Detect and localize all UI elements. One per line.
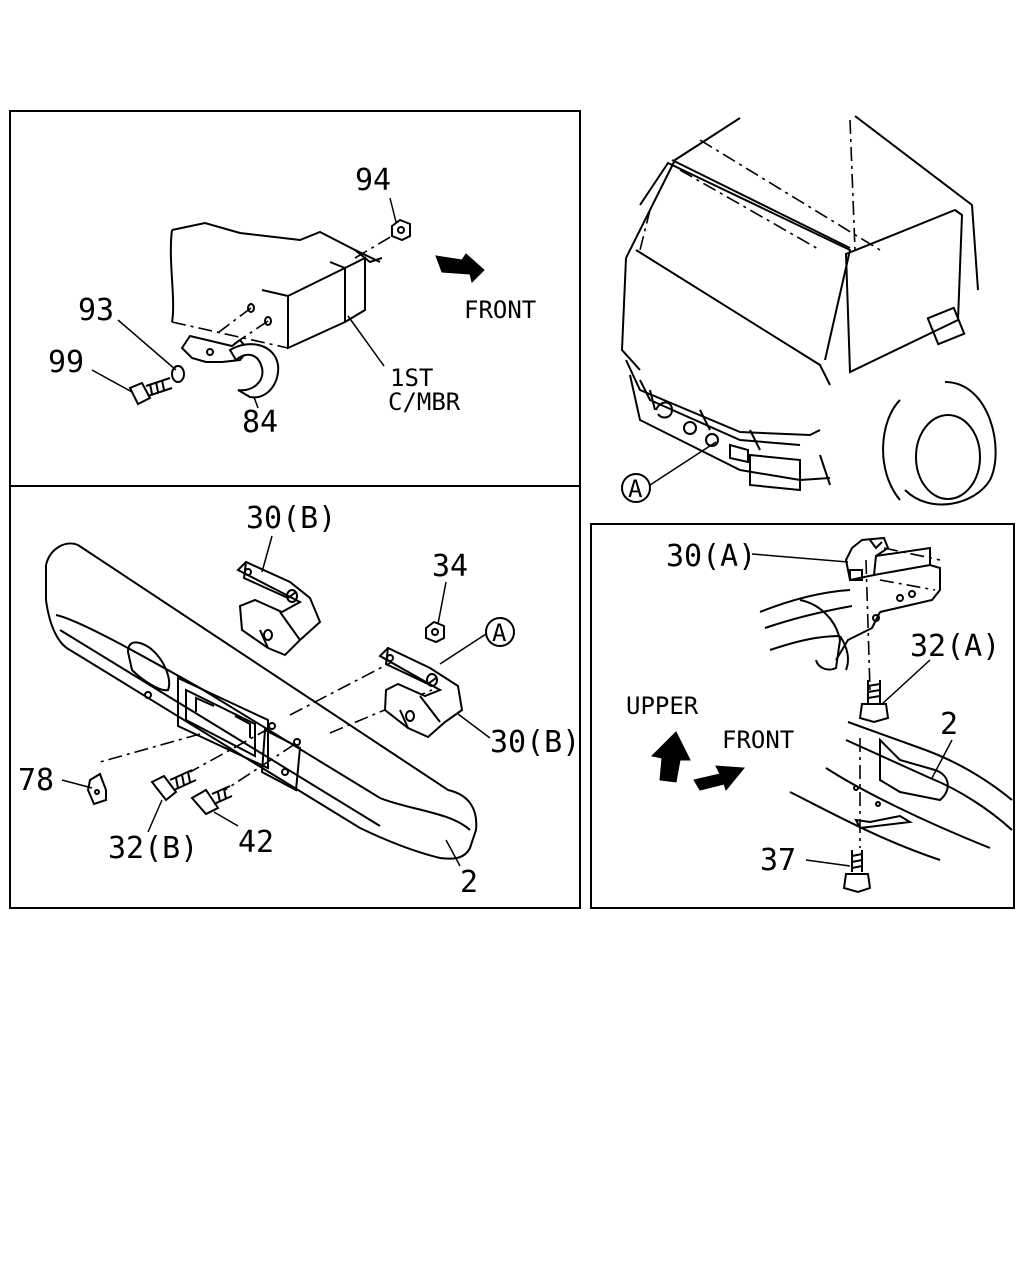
label-2-bumper: 2 bbox=[460, 865, 478, 900]
label-30a: 30(A) bbox=[666, 539, 756, 574]
upper-arrow-icon bbox=[650, 731, 691, 783]
label-37: 37 bbox=[760, 843, 796, 878]
bumper-section-detail bbox=[789, 721, 1013, 861]
panel-frame-bottom-left bbox=[9, 485, 581, 909]
bracket-30a-detail bbox=[759, 536, 941, 671]
bumper-assembly bbox=[45, 542, 478, 860]
bolt-32b bbox=[150, 769, 197, 802]
truck-cab-illustration bbox=[620, 115, 997, 506]
bolt-32a bbox=[858, 680, 890, 724]
label-34: 34 bbox=[432, 549, 468, 584]
label-94: 94 bbox=[355, 163, 391, 198]
label-42: 42 bbox=[238, 825, 274, 860]
tow-hook-assembly bbox=[128, 218, 411, 406]
view-a-marker bbox=[621, 473, 651, 503]
label-30b-right: 30(B) bbox=[490, 725, 580, 760]
label-front-detail: FRONT bbox=[722, 726, 794, 754]
nut-34 bbox=[425, 620, 445, 644]
label-99: 99 bbox=[48, 345, 84, 380]
bolt-37 bbox=[842, 850, 872, 894]
label-30b-top: 30(B) bbox=[246, 501, 336, 536]
marker-a-letter: A bbox=[492, 619, 507, 647]
label-32a: 32(A) bbox=[910, 629, 1000, 664]
bracket-30b-lower bbox=[378, 646, 464, 739]
label-84: 84 bbox=[242, 405, 278, 440]
view-a-letter: A bbox=[628, 475, 643, 503]
front-arrow-icon bbox=[435, 253, 485, 283]
label-upper: UPPER bbox=[626, 692, 699, 720]
front-arrow-icon-detail bbox=[693, 765, 745, 792]
label-front-top-left: FRONT bbox=[464, 296, 536, 324]
panel-frame-bottom-right bbox=[590, 523, 1015, 909]
bracket-30b-upper bbox=[236, 560, 322, 657]
label-2-detail: 2 bbox=[940, 707, 958, 742]
marker-a-circle bbox=[485, 617, 515, 647]
label-cmbr: C/MBR bbox=[388, 388, 461, 416]
label-32b: 32(B) bbox=[108, 831, 198, 866]
label-93: 93 bbox=[78, 293, 114, 328]
bolt-42 bbox=[190, 785, 233, 816]
label-1st: 1ST bbox=[390, 364, 433, 392]
label-78: 78 bbox=[18, 763, 54, 798]
